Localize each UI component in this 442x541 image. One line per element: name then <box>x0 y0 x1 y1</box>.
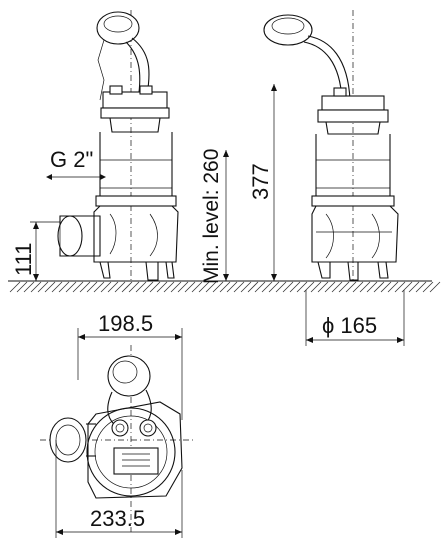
ground-hatch-mark <box>51 281 63 293</box>
ground-hatch-mark <box>30 281 42 293</box>
ground-hatch-mark <box>177 281 189 293</box>
top-width-label: 198.5 <box>98 311 153 336</box>
motor-top-front <box>100 85 170 133</box>
ground-hatch-mark <box>219 281 231 293</box>
float-switch-top <box>107 355 151 397</box>
ground-hatch-mark <box>268 281 280 293</box>
inlet-height-label: 111 <box>11 243 36 276</box>
ground-hatch-mark <box>23 281 35 293</box>
bottom-width-label: 233.5 <box>90 506 145 531</box>
min-level-label: Min. level: 260 <box>200 149 223 284</box>
ground-hatch-mark <box>212 281 224 293</box>
ground-line <box>8 280 441 293</box>
ground-hatch-mark <box>289 281 301 293</box>
ground-hatch-mark <box>65 281 77 293</box>
ground-hatch-mark <box>44 281 56 293</box>
ground-hatch-mark <box>149 281 161 293</box>
float-switch-side <box>263 14 351 101</box>
ground-hatch-mark <box>156 281 168 293</box>
ground-hatch-mark <box>380 281 392 293</box>
motor-body-side <box>311 134 395 207</box>
pump-feet-front <box>99 261 175 281</box>
ground-hatch-mark <box>261 281 273 293</box>
ground-hatch-mark <box>79 281 91 293</box>
total-height-dimension: 377 <box>248 84 277 281</box>
pump-front-view <box>57 10 179 282</box>
ground-hatch-mark <box>37 281 49 293</box>
ground-hatch-mark <box>198 281 210 293</box>
ground-hatch-mark <box>345 281 357 293</box>
ground-hatch-mark <box>240 281 252 293</box>
ground-hatch-mark <box>72 281 84 293</box>
ground-hatch-mark <box>324 281 336 293</box>
min-level-dimension: Min. level: 260 <box>200 149 229 284</box>
volute-side <box>311 205 399 263</box>
ground-hatch-mark <box>16 281 28 293</box>
ground-hatch-mark <box>142 281 154 293</box>
volute-front <box>57 205 179 263</box>
ground-hatch-mark <box>394 281 406 293</box>
ground-hatch-mark <box>93 281 105 293</box>
ground-hatch-mark <box>359 281 371 293</box>
ground-hatch-mark <box>9 281 21 293</box>
top-width-dimension: 198.5 <box>77 311 183 420</box>
ground-hatch-mark <box>114 281 126 293</box>
ground-hatch-mark <box>107 281 119 293</box>
ground-hatch-mark <box>338 281 350 293</box>
ground-hatch-mark <box>170 281 182 293</box>
inlet-height-dimension: 111 <box>11 221 60 281</box>
bottom-width-dimension: 233.5 <box>55 440 183 538</box>
ground-hatch-mark <box>422 281 434 293</box>
ground-hatch-mark <box>233 281 245 293</box>
ground-hatch-mark <box>310 281 322 293</box>
thread-label: G 2" <box>50 147 93 172</box>
ground-hatch-mark <box>387 281 399 293</box>
discharge-flange-top <box>49 417 87 463</box>
diameter-label: ϕ 165 <box>322 313 377 338</box>
ground-hatch-mark <box>86 281 98 293</box>
thread-dimension: G 2" <box>46 147 106 180</box>
ground-hatch-mark <box>282 281 294 293</box>
ground-hatch-mark <box>226 281 238 293</box>
pump-feet-side <box>317 261 389 281</box>
ground-hatch-mark <box>429 281 441 293</box>
ground-hatch-mark <box>58 281 70 293</box>
ground-hatch-mark <box>317 281 329 293</box>
ground-hatch-mark <box>247 281 259 293</box>
motor-body-front <box>95 132 177 207</box>
ground-hatch-mark <box>331 281 343 293</box>
ground-hatch-mark <box>415 281 427 293</box>
ground-hatch-mark <box>296 281 308 293</box>
ground-hatch-mark <box>121 281 133 293</box>
ground-hatch-mark <box>191 281 203 293</box>
ground-hatch-mark <box>373 281 385 293</box>
ground-hatch-mark <box>128 281 140 293</box>
ground-hatch-mark <box>352 281 364 293</box>
ground-hatch-mark <box>135 281 147 293</box>
diameter-dimension: ϕ 165 <box>305 290 405 346</box>
motor-top-side <box>317 87 389 135</box>
pump-side-view <box>263 10 399 282</box>
total-height-label: 377 <box>248 163 273 200</box>
ground-hatch-mark <box>366 281 378 293</box>
pump-top-view <box>40 345 194 532</box>
ground-hatch-mark <box>184 281 196 293</box>
ground-hatch-mark <box>205 281 217 293</box>
ground-hatch-mark <box>275 281 287 293</box>
ground-hatch-mark <box>163 281 175 293</box>
ground-hatch-mark <box>408 281 420 293</box>
ground-hatch-mark <box>100 281 112 293</box>
ground-hatch-mark <box>254 281 266 293</box>
nameplate <box>113 447 159 475</box>
